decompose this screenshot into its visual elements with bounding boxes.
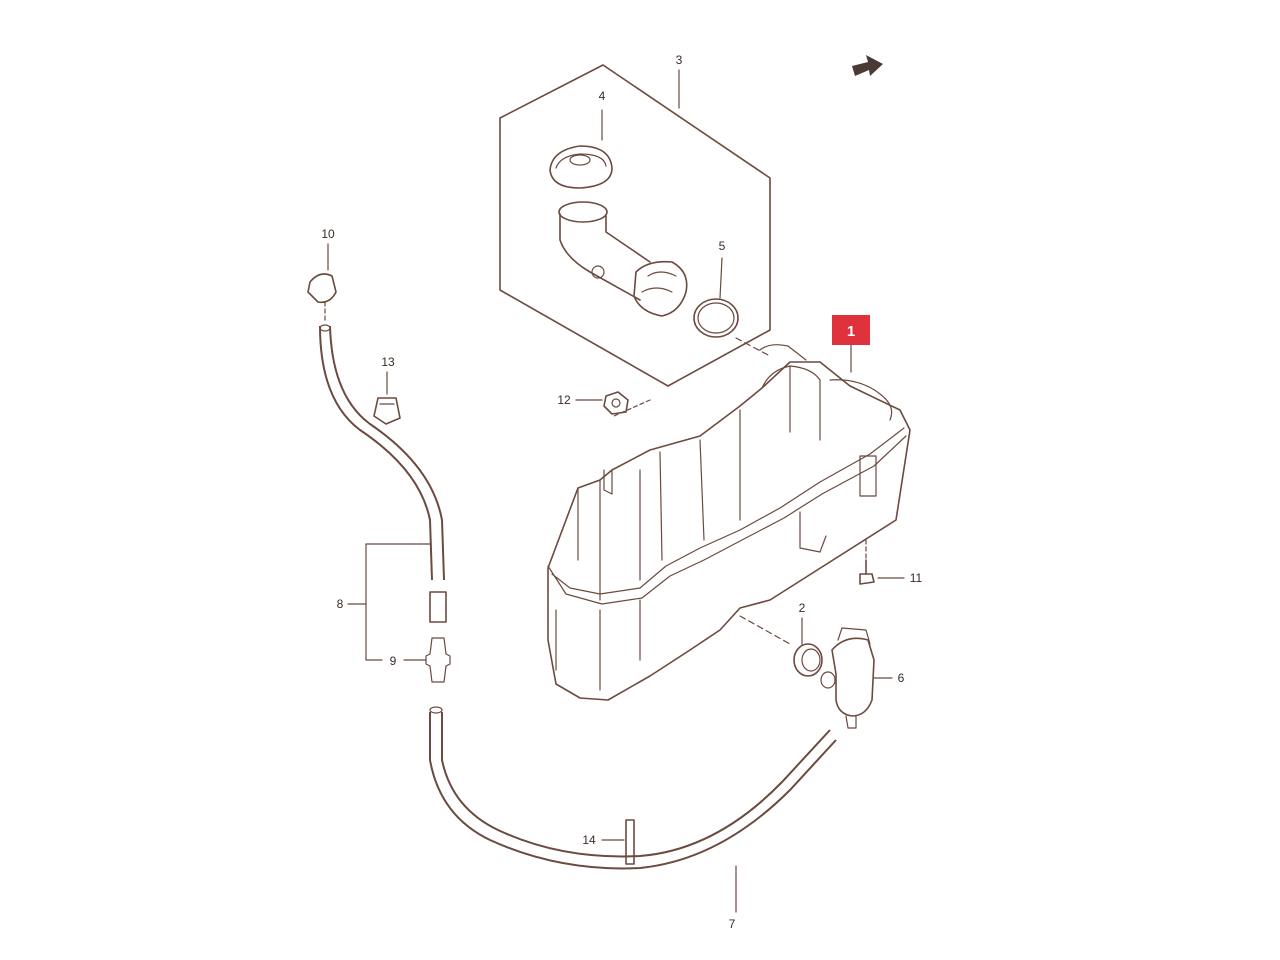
part-8-9-bracket — [347, 543, 431, 661]
part-4-label: 4 — [599, 89, 606, 103]
lower-hose — [429, 706, 837, 913]
part-13-label: 13 — [381, 355, 395, 369]
part-10-label: 10 — [321, 227, 335, 241]
part-12-label: 12 — [557, 393, 571, 407]
nut — [575, 391, 629, 415]
hose-tie — [601, 819, 635, 865]
part-1-label: 1 — [847, 323, 855, 340]
cap — [549, 109, 613, 189]
part-3-label: 3 — [676, 53, 683, 67]
part-5-label: 5 — [719, 239, 726, 253]
part-1-highlight-badge: 1 — [832, 315, 870, 373]
part-7-label: 7 — [729, 917, 736, 931]
grommet — [793, 617, 823, 677]
part-11-label: 11 — [910, 571, 923, 585]
washer-tank — [547, 344, 911, 701]
part-3-assembly-outline — [499, 64, 771, 387]
o-ring — [693, 257, 771, 357]
part-2-label: 2 — [799, 601, 806, 615]
part-6-label: 6 — [898, 671, 905, 685]
bolt — [859, 539, 905, 585]
front-direction-arrow-icon — [852, 55, 883, 76]
clip — [373, 371, 401, 425]
upper-hose — [319, 324, 451, 683]
part-8-label: 8 — [337, 597, 344, 611]
nozzle — [307, 243, 337, 321]
part-14-label: 14 — [582, 833, 596, 847]
washer-pump — [820, 627, 893, 729]
part-9-label: 9 — [390, 654, 397, 668]
filler-neck — [558, 201, 688, 317]
